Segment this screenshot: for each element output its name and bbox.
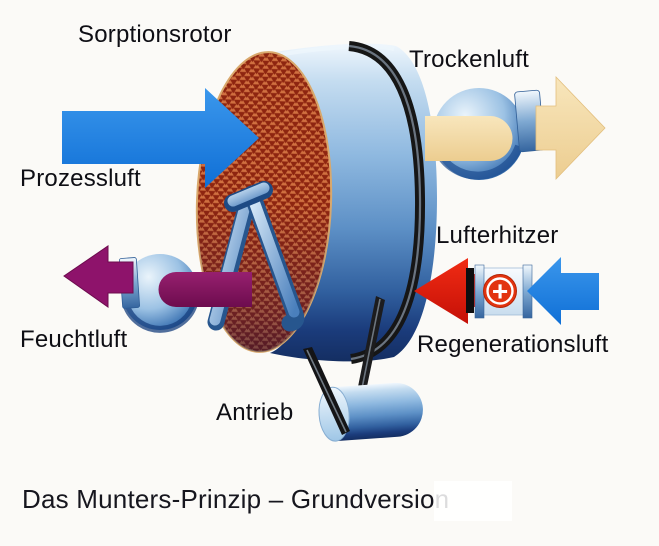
label-antrieb: Antrieb [216, 399, 294, 426]
label-prozessluft: Prozessluft [20, 165, 141, 192]
regeneration-air-arrow [527, 257, 599, 325]
heater-plus-icon: + [483, 274, 517, 308]
humid-air-arrow [63, 245, 134, 308]
process-air-arrow [62, 88, 259, 188]
label-trockenluft: Trockenluft [409, 46, 530, 73]
rotor-belt [348, 41, 426, 364]
drive-belt-front [303, 347, 350, 435]
label-lufterhitzer: Lufterhitzer [436, 222, 559, 249]
dry-air-arrow [535, 76, 606, 180]
label-sorptionsrotor: Sorptionsrotor [78, 21, 232, 48]
sector-duct [207, 181, 305, 332]
diagram-caption: Das Munters-Prinzip – Grundversion [22, 484, 450, 514]
dry-air-duct [425, 116, 513, 161]
watermark-box [434, 481, 512, 521]
heater-unit: + [466, 264, 533, 319]
label-regenerationsluft: Regenerationsluft [417, 331, 609, 358]
svg-text:+: + [492, 276, 508, 307]
label-feuchtluft: Feuchtluft [20, 326, 128, 353]
humid-air-duct [158, 272, 252, 307]
